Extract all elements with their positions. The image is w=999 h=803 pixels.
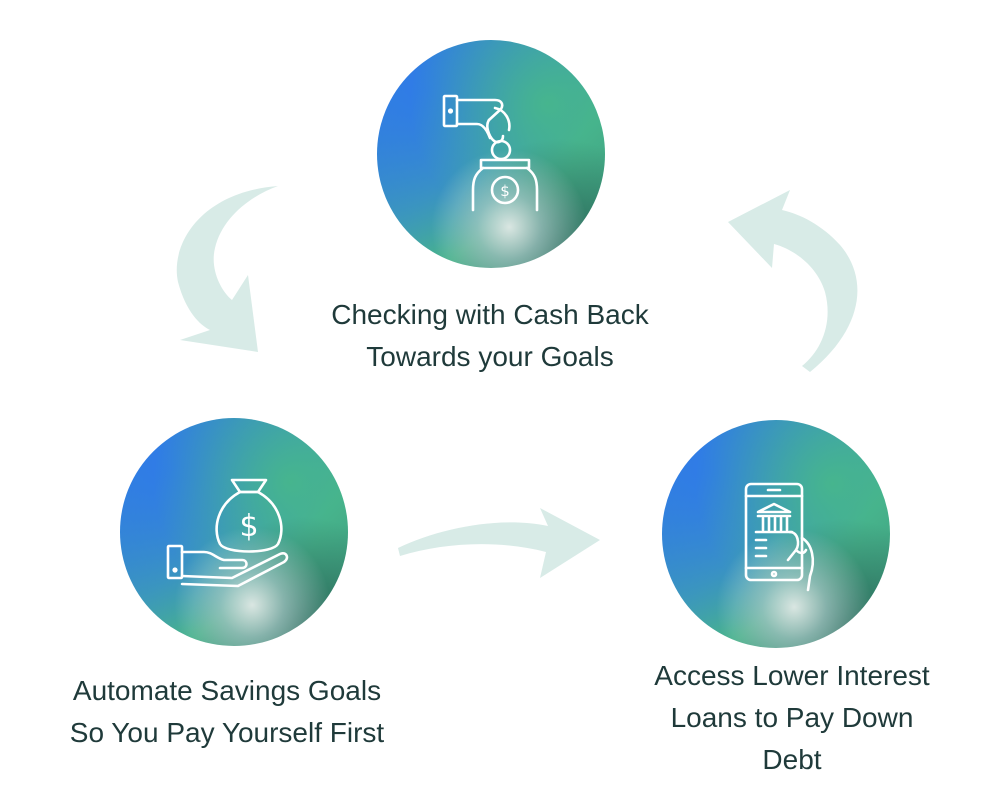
svg-text:$: $: [239, 509, 258, 544]
arrow-top-to-left: [176, 186, 278, 352]
svg-text:$: $: [500, 182, 510, 200]
step-label-line: Automate Savings Goals: [72, 675, 382, 706]
step-label-line: Debt: [762, 744, 822, 775]
checking-circle: $: [377, 40, 605, 268]
arrow-left-to-right: [398, 508, 600, 578]
step-label-checking: Checking with Cash Back Towards your Goa…: [290, 294, 690, 378]
step-label-line: Access Lower Interest: [654, 660, 930, 691]
hand-dropping-coin-into-jar-icon: $: [442, 94, 539, 212]
loans-circle: [662, 420, 890, 648]
hand-holding-money-bag-icon: $: [166, 478, 289, 588]
savings-circle: $: [120, 418, 348, 646]
step-label-loans: Access Lower Interest Loans to Pay Down …: [592, 655, 992, 781]
step-label-line: Towards your Goals: [366, 341, 614, 372]
step-label-line: Checking with Cash Back: [331, 299, 649, 330]
step-label-line: So You Pay Yourself First: [69, 717, 385, 748]
step-label-line: Loans to Pay Down: [670, 702, 914, 733]
arrow-right-to-top: [728, 190, 858, 372]
step-label-savings: Automate Savings Goals So You Pay Yourse…: [27, 670, 427, 754]
bank-on-phone-icon: [744, 482, 815, 592]
